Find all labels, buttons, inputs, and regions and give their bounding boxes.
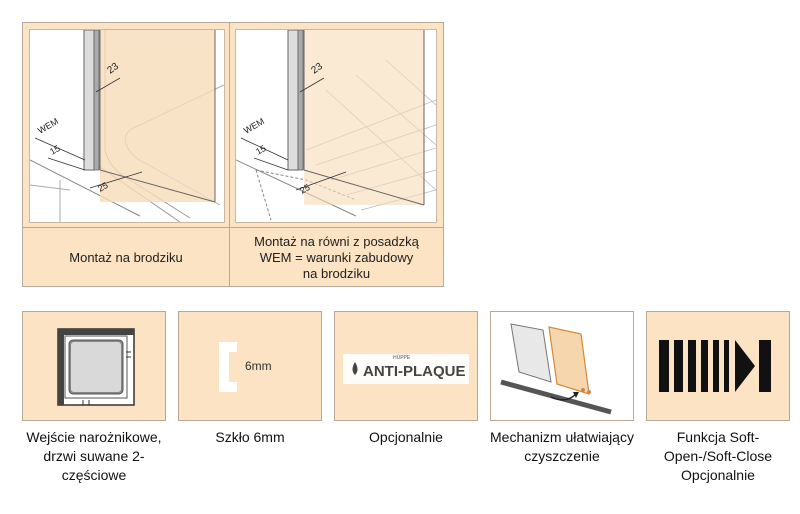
installation-diagram: 23 WEM 15 25 xyxy=(22,22,444,287)
feature-label-soft-close: Funkcja Soft-Open-/Soft-Close Opcjonalni… xyxy=(663,429,773,483)
floor-level-drawing: 23 WEM 15 25 xyxy=(235,29,437,223)
corner-entry-icon xyxy=(22,311,166,421)
divider xyxy=(229,23,230,286)
dim-bottom: 25 xyxy=(298,182,312,196)
caption-text: Montaż na brodziku xyxy=(69,249,183,265)
caption-floor-level: Montaż na równi z posadzką WEM = warunki… xyxy=(230,228,443,287)
divider xyxy=(23,227,443,228)
dim-side: 15 xyxy=(48,143,62,157)
feature-label-glass: Szkło 6mm xyxy=(215,429,285,445)
anti-plaque-badge: ANTI-PLAQUE xyxy=(363,363,466,380)
dim-side: 15 xyxy=(254,143,268,157)
caption-tray-mount: Montaż na brodziku xyxy=(23,228,229,287)
tray-mount-drawing: 23 WEM 15 25 xyxy=(29,29,225,223)
caption-line: Montaż na równi z posadzką xyxy=(254,233,419,249)
feature-label-cleaning: Mechanizm ułatwiający czyszczenie xyxy=(490,429,634,464)
brand-mark: HÜPPE xyxy=(393,354,411,361)
caption-line: WEM = warunki zabudowy xyxy=(259,249,414,265)
feature-label-anti-plaque: Opcjonalnie xyxy=(369,429,443,445)
dim-bottom: 25 xyxy=(96,180,110,194)
glass-thickness-badge: 6mm xyxy=(245,359,272,373)
cleaning-mechanism-icon xyxy=(490,311,634,421)
anti-plaque-icon: HÜPPE ANTI-PLAQUE xyxy=(334,311,478,421)
caption-line: na brodziku xyxy=(302,265,371,281)
feature-label-corner-entry: Wejście narożnikowe, drzwi suwane 2-częś… xyxy=(26,429,162,483)
soft-close-icon xyxy=(646,311,790,421)
glass-6mm-icon: 6mm xyxy=(178,311,322,421)
